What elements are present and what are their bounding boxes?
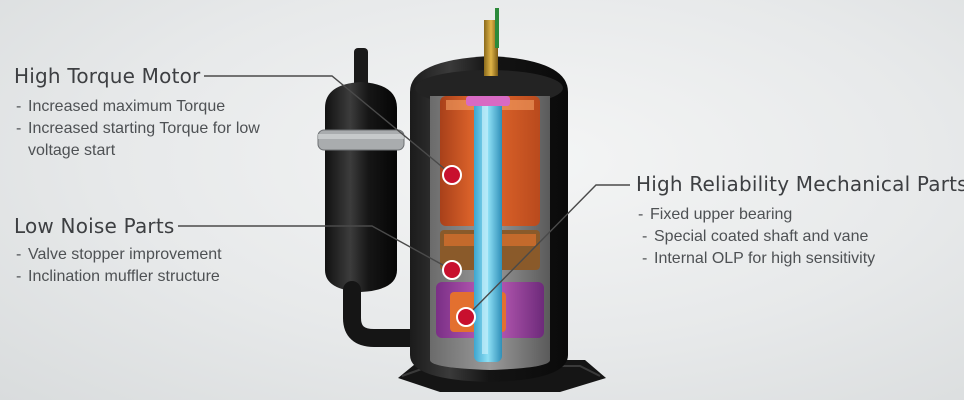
list-item: -Valve stopper improvement [16,246,222,263]
noise-feature-list: -Valve stopper improvement -Inclination … [16,244,222,288]
motor-marker [442,165,462,185]
mechanical-leader-line [465,184,630,318]
mechanical-marker [456,307,476,327]
list-item: voltage start [28,142,116,159]
list-item: -Inclination muffler structure [16,268,220,285]
callout-leader-lines [178,75,630,318]
cutaway-interior [430,96,550,370]
accumulator-tank [317,48,429,347]
list-item: -Increased starting Torque for low [16,120,260,137]
noise-marker [442,260,462,280]
noise-heading: Low Noise Parts [14,214,175,238]
callout-markers [442,165,476,327]
list-item: -Special coated shaft and vane [642,228,869,245]
mechanical-feature-list: -Fixed upper bearing -Special coated sha… [638,204,875,270]
list-item: -Fixed upper bearing [638,206,793,223]
motor-feature-list: -Increased maximum Torque -Increased sta… [16,96,260,162]
discharge-pipe [484,8,499,76]
list-item: -Internal OLP for high sensitivity [642,250,876,267]
list-item: -Increased maximum Torque [16,98,226,115]
mechanical-heading: High Reliability Mechanical Parts [636,172,964,196]
noise-leader-line [178,225,453,271]
motor-heading: High Torque Motor [14,64,201,88]
motor-leader-line [204,75,453,176]
